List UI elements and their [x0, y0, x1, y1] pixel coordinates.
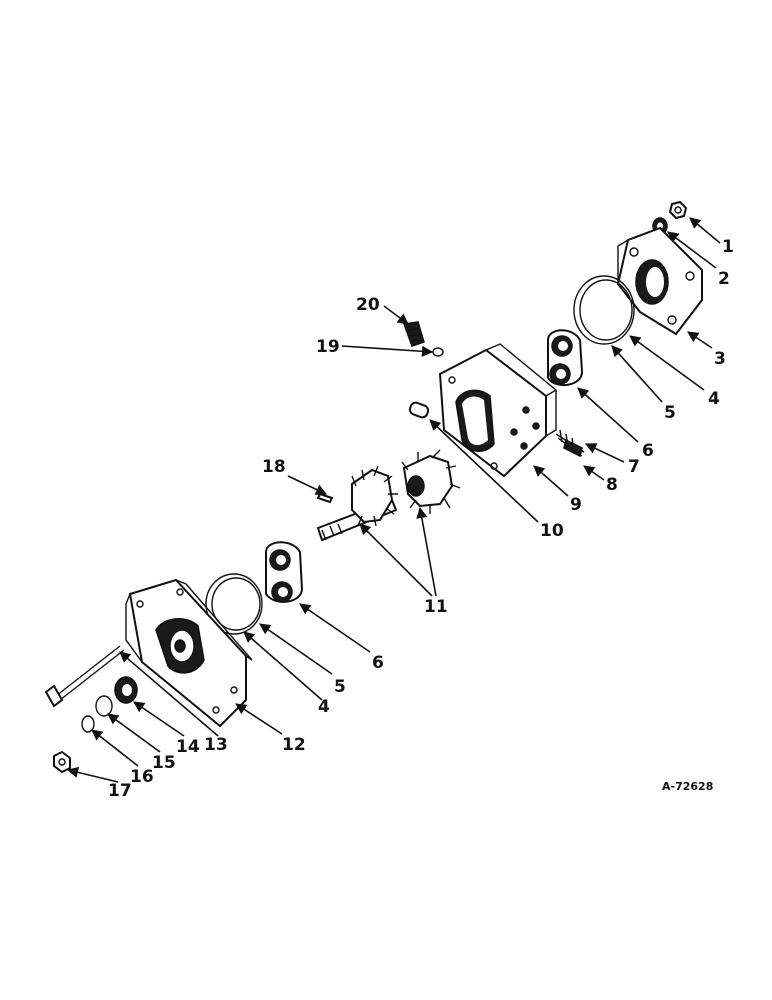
part-4-o-ring-upper-inner — [579, 279, 633, 341]
callout-2: 2 — [718, 269, 730, 289]
callout-9: 9 — [570, 495, 582, 515]
part-4-o-ring-upper — [573, 275, 635, 345]
part-16-washer — [81, 715, 95, 733]
callout-14: 14 — [176, 737, 200, 757]
part-17-nut — [53, 750, 71, 774]
callout-6-lower: 6 — [372, 653, 384, 673]
callout-7: 7 — [628, 457, 640, 477]
part-12-front-cover — [125, 578, 253, 728]
callout-4-lower: 4 — [318, 697, 330, 717]
callout-5-upper: 5 — [664, 403, 676, 423]
callout-12: 12 — [282, 735, 306, 755]
callout-19: 19 — [316, 337, 340, 357]
part-4-o-ring-lower-inner — [211, 577, 261, 631]
part-13-bolt — [44, 645, 125, 708]
part-6-bearing-lower — [265, 541, 304, 603]
drawing-reference: A-72628 — [662, 780, 713, 793]
callout-16: 16 — [130, 767, 154, 787]
callout-5-lower: 5 — [334, 677, 346, 697]
part-14-seal — [114, 676, 138, 704]
callout-8: 8 — [606, 475, 618, 495]
callout-4-upper: 4 — [708, 389, 720, 409]
callout-3: 3 — [714, 349, 726, 369]
part-9-pump-body — [438, 343, 558, 478]
part-20-screw — [402, 321, 425, 347]
part-11-gears — [316, 449, 461, 542]
part-15-ring — [95, 695, 113, 717]
callout-17: 17 — [108, 781, 132, 801]
callout-1: 1 — [722, 237, 734, 257]
leader-lines — [66, 217, 721, 783]
part-1-nut — [668, 200, 688, 220]
callout-15: 15 — [152, 753, 176, 773]
callout-20: 20 — [356, 295, 380, 315]
part-10-dowel-pin — [408, 401, 430, 419]
part-19-washer — [432, 347, 444, 357]
callout-10: 10 — [540, 521, 564, 541]
part-18-key — [316, 492, 334, 504]
callout-13: 13 — [204, 735, 228, 755]
part-7-8-spring-screw — [555, 429, 585, 458]
callout-18: 18 — [262, 457, 286, 477]
part-4-o-ring-lower — [205, 573, 263, 635]
callout-11: 11 — [424, 597, 448, 617]
part-3-cover — [616, 226, 703, 336]
part-6-bearing-upper — [547, 329, 584, 387]
callout-6-upper: 6 — [642, 441, 654, 461]
